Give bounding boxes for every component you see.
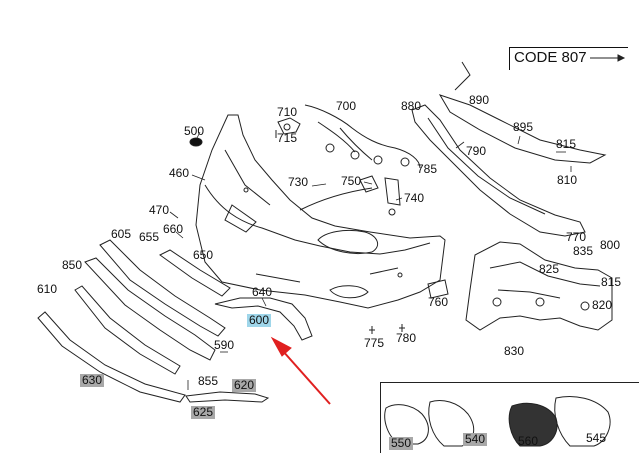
part-label-730: 730 (288, 175, 309, 189)
part-label-710: 710 (277, 105, 298, 119)
part-label-740: 740 (404, 191, 425, 205)
part-label-775: 775 (364, 336, 385, 350)
strip-610-shape (37, 311, 186, 403)
part-label-880: 880 (401, 99, 422, 113)
part-label-890: 890 (469, 93, 490, 107)
side-bracket-shape (465, 241, 613, 331)
leader-lines (169, 131, 572, 390)
part-label-600: 600 (247, 313, 272, 327)
strips-shape (74, 239, 231, 375)
part-label-770: 770 (566, 230, 587, 244)
part-label-630: 630 (80, 373, 105, 387)
part-label-700: 700 (336, 99, 357, 113)
part-label-560: 560 (518, 434, 539, 448)
part-label-855: 855 (198, 374, 219, 388)
part-label-610: 610 (37, 282, 58, 296)
part-label-650: 650 (193, 248, 214, 262)
bracket-750-shape (359, 175, 379, 193)
part-label-500: 500 (184, 124, 205, 138)
sensor-shape (275, 117, 301, 138)
part-label-590: 590 (214, 338, 235, 352)
part-label-470: 470 (149, 203, 170, 217)
part-label-895: 895 (513, 120, 534, 134)
clip-780-shape (399, 324, 405, 332)
part-label-780: 780 (396, 331, 417, 345)
part-label-790: 790 (466, 144, 487, 158)
part-label-545: 545 (586, 431, 607, 445)
grille-inset-shape (384, 396, 611, 447)
part-label-815: 815 (556, 137, 577, 151)
trim-620-shape (185, 391, 270, 403)
grille-inset-frame (380, 382, 639, 453)
wiring-harness-shape (299, 104, 421, 216)
part-label-655: 655 (139, 230, 160, 244)
part-label-815-right: 815 (601, 275, 622, 289)
part-label-785: 785 (417, 162, 438, 176)
box-760-shape (427, 279, 449, 299)
red-arrow-icon (270, 336, 331, 405)
part-label-620: 620 (232, 378, 257, 392)
upper-beam-shape (411, 61, 607, 237)
bumper-cover-shape (195, 114, 446, 309)
part-label-820: 820 (592, 298, 613, 312)
part-label-640: 640 (252, 285, 273, 299)
part-label-605: 605 (111, 227, 132, 241)
part-label-800: 800 (600, 238, 621, 252)
part-label-825: 825 (539, 262, 560, 276)
part-label-830: 830 (504, 344, 525, 358)
code-label: CODE 807 (514, 49, 587, 66)
part-label-810: 810 (557, 173, 578, 187)
part-label-540: 540 (463, 432, 488, 446)
part-label-660: 660 (163, 222, 184, 236)
code-box (509, 47, 628, 70)
clip-775-shape (369, 326, 375, 334)
part-label-835: 835 (573, 244, 594, 258)
emblem-500-shape (189, 137, 203, 147)
part-label-760: 760 (428, 295, 449, 309)
part-label-460: 460 (169, 166, 190, 180)
code-arrow-head-icon (617, 54, 626, 62)
part-label-550: 550 (389, 436, 414, 450)
spoiler-600-shape (214, 297, 313, 341)
part-label-625: 625 (191, 405, 216, 419)
part-label-850: 850 (62, 258, 83, 272)
part-label-715: 715 (277, 131, 298, 145)
part-label-750: 750 (341, 174, 362, 188)
